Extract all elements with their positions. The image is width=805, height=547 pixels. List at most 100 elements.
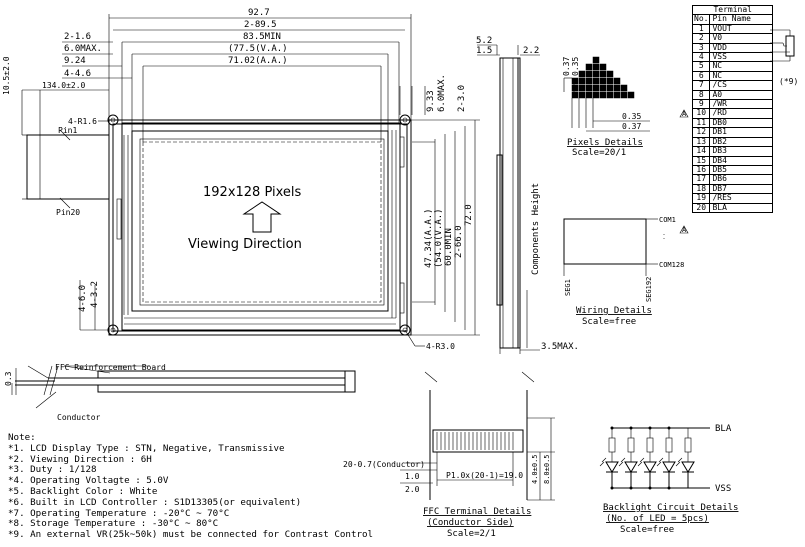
dim-hole-dia: 2-1.6 — [64, 32, 91, 42]
vr-note: (*9) — [779, 77, 798, 86]
pin-number: 5 — [691, 61, 711, 72]
dim-left-1: 4-6.0 — [78, 285, 88, 312]
viewing-direction-label: Viewing Direction — [188, 237, 302, 252]
side-dim-1: 5.2 — [476, 36, 492, 46]
pin-name: BLA — [709, 202, 774, 213]
backlight-scale: Scale=free — [620, 525, 674, 535]
dim-right-overall: 72.0 — [464, 204, 474, 226]
wiring-detail-labels: COM1 COM128 SEG1 SEG192 Wiring Details S… — [564, 216, 684, 327]
pin-number: 12 — [691, 127, 711, 138]
dim-right-1: 9.33 — [426, 90, 436, 112]
pin-number: 10 — [691, 108, 711, 119]
main-view-dimensions: 92.7 2-89.5 83.5MIN 2-1.6 6.0MAX. (77.5(… — [2, 8, 474, 351]
ffc-detail-title: FFC Terminal Details — [423, 507, 531, 517]
ffc-section-view — [11, 365, 356, 409]
note-item: *8. Storage Temperature : -30°C ~ 80°C — [8, 518, 219, 530]
warning-mark-a19: A — [682, 226, 687, 234]
pin-number: 7 — [691, 80, 711, 91]
ffc-pitch-dim: P1.0x(20-1)=19.0 — [446, 471, 523, 480]
wiring-detail-scale: Scale=free — [582, 317, 636, 327]
backlight-labels: BLA VSS Backlight Circuit Details (No. o… — [603, 424, 738, 535]
dim-bezel-offset: 6.0MAX. — [64, 44, 102, 54]
dim-va-width: (77.5(V.A.) — [228, 44, 288, 54]
note-item: *4. Operating Voltagte : 5.0V — [8, 475, 169, 487]
dim-ffc-length: 134.0±2.0 — [42, 81, 86, 90]
pin-name: /CS — [709, 80, 774, 91]
ffc-section-labels: 0.3 FFC Reinforcement Board Conductor — [4, 363, 166, 422]
note-item: *3. Duty : 1/128 — [8, 464, 97, 476]
ffc-dim-right-2: 8.0±0.5 — [543, 454, 551, 484]
pin-name: DB1 — [709, 127, 774, 138]
note-item: *5. Backlight Color : White — [8, 485, 158, 497]
backlight-vss: VSS — [715, 484, 731, 494]
dim-overall-width: 92.7 — [248, 8, 270, 18]
ffc-conductor-label: Conductor — [57, 413, 101, 422]
ffc-detail-labels: 20-0.7(Conductor) 1.0 2.0 P1.0x(20-1)=19… — [343, 454, 551, 539]
dim-ffc-width: 10.5±2.0 — [2, 56, 11, 95]
pin-name: DB6 — [709, 174, 774, 185]
pin-number: 19 — [691, 193, 711, 204]
notes-heading: Note: — [8, 432, 36, 443]
side-view — [477, 44, 540, 354]
ffc-reinforcement-label: FFC Reinforcement Board — [55, 363, 166, 372]
pixel-detail-title: Pixels Details — [567, 138, 643, 148]
backlight-subtitle: (No. of LED = 5pcs) — [606, 514, 709, 524]
pin-number: 20 — [691, 202, 711, 213]
pixel-dim-2: 0.35 — [571, 57, 580, 76]
ffc-detail-subtitle: (Conductor Side) — [427, 518, 514, 528]
pin-number: 2 — [691, 33, 711, 44]
hole-radius-bottom: 4-R3.0 — [426, 342, 455, 351]
ffc-dim-left-2: 2.0 — [405, 485, 420, 494]
pixel-detail — [563, 56, 650, 132]
components-height-label: Components Height — [531, 183, 541, 275]
backlight-title: Backlight Circuit Details — [603, 503, 738, 513]
pixel-dim-1: 0.37 — [562, 57, 571, 76]
pin-name: V0 — [709, 33, 774, 44]
pixel-detail-labels: 0.37 0.35 0.35 0.37 Pixels Details Scale… — [562, 57, 643, 158]
pin-name: NC — [709, 61, 774, 72]
side-bottom-dim: 3.5MAX. — [541, 342, 579, 352]
note-item: *6. Built in LCD Controller : S1D13305(o… — [8, 496, 302, 508]
note-item: *1. LCD Display Type : STN, Negative, Tr… — [8, 442, 285, 454]
note-item: *7. Operating Temperature : -20°C ~ 70°C — [8, 507, 230, 519]
side-dim-3: 2.2 — [523, 46, 539, 56]
ffc-dim-right-1: 4.0±0.5 — [531, 454, 539, 484]
note-item: *2. Viewing Direction : 6H — [8, 453, 152, 465]
pixel-dim-4: 0.37 — [622, 122, 641, 131]
warning-mark-a8: A — [682, 110, 687, 118]
pin-number: 15 — [691, 155, 711, 166]
wiring-com-bottom: COM128 — [659, 261, 684, 269]
terminal-col-name: Pin Name — [709, 14, 774, 25]
pin-1-label: Pin1 — [58, 126, 77, 135]
ffc-terminal-detail — [400, 371, 555, 501]
wiring-detail-title: Wiring Details — [576, 306, 652, 316]
pin-name: /RES — [709, 193, 774, 204]
pin-name: DB3 — [709, 146, 774, 157]
dim-right-2: 6.0MAX. — [437, 74, 447, 112]
side-dim-2: 1.5 — [476, 46, 492, 56]
pixel-dim-3: 0.35 — [622, 112, 641, 121]
ffc-thickness: 0.3 — [4, 371, 13, 386]
wiring-detail — [563, 218, 665, 276]
dim-hole-pitch-width: 2-89.5 — [244, 20, 277, 30]
dim-bezel-width: 83.5MIN — [243, 32, 281, 42]
pin-number: 17 — [691, 174, 711, 185]
pixel-detail-scale: Scale=20/1 — [572, 148, 626, 158]
wiring-seg-right: SEG192 — [645, 277, 653, 302]
dim-va-offset: 9.24 — [64, 56, 86, 66]
dim-left-2: 4-3.2 — [90, 281, 100, 308]
wiring-seg-left: SEG1 — [564, 279, 572, 296]
dim-hole-size: 4-4.6 — [64, 69, 91, 79]
ffc-detail-scale: Scale=2/1 — [447, 529, 496, 539]
note-item: *9. An external VR(25k~50k) must be conn… — [8, 529, 374, 541]
dim-right-bezel: 60.0MIN — [444, 228, 454, 266]
vr-schematic — [770, 29, 795, 62]
dim-aa-width: 71.02(A.A.) — [228, 56, 288, 66]
main-front-view — [21, 14, 480, 347]
hole-radius-top: 4-R1.6 — [68, 117, 97, 126]
pin-number: 14 — [691, 146, 711, 157]
pixels-label: 192x128 Pixels — [203, 185, 302, 200]
pin-20-label: Pin20 — [56, 208, 80, 217]
